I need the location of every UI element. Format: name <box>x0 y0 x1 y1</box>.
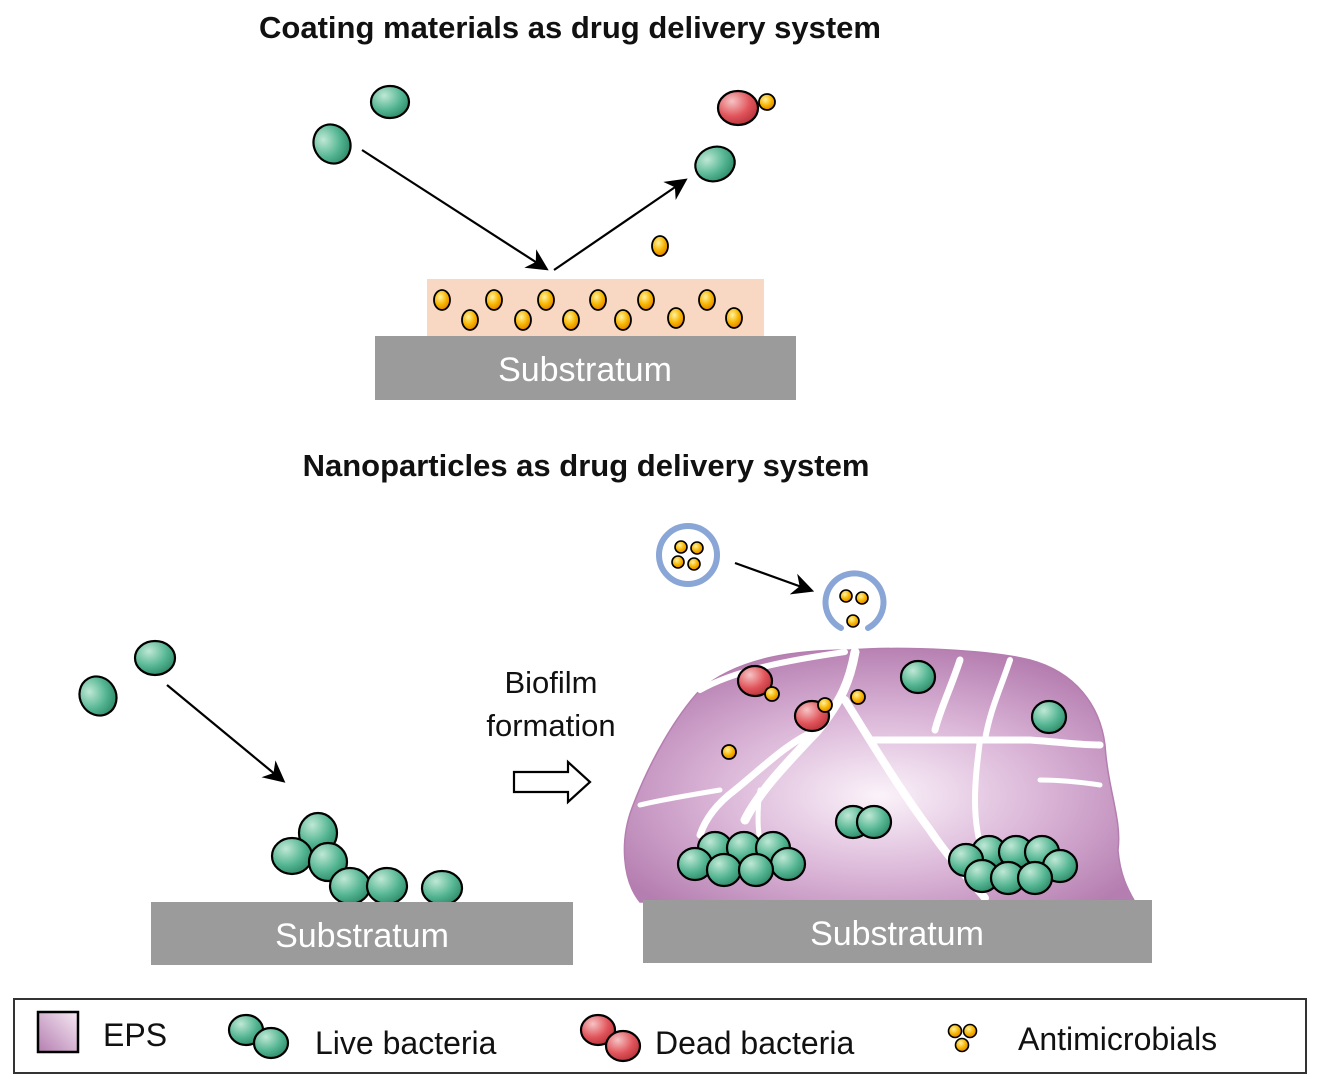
antimicrobial-particle <box>725 307 743 329</box>
incoming-live-bacteria <box>312 84 411 165</box>
nanoparticle-releasing <box>822 570 887 631</box>
live-bacterium <box>694 145 736 183</box>
dead-bacteria-icon <box>604 1029 642 1063</box>
live-bacterium <box>133 639 177 677</box>
live-bacterium <box>705 852 743 888</box>
nanoparticles-title: Nanoparticles as drug delivery system <box>303 448 870 483</box>
live-bacterium <box>855 804 893 840</box>
eps-swatch <box>36 1010 80 1054</box>
released-antimicrobial <box>651 235 669 257</box>
bacterial-cluster-right <box>947 834 1079 896</box>
live-bacterium <box>369 84 411 120</box>
live-bacterium <box>270 836 314 876</box>
antimicrobial-particle <box>839 589 853 603</box>
live-bacterium <box>78 675 118 717</box>
antimicrobial-particle <box>846 614 860 628</box>
biofilm-label-line2: formation <box>486 708 615 743</box>
antimicrobial-particle <box>850 689 866 705</box>
nanoparticle-intact <box>656 523 720 587</box>
antimicrobial-particle <box>589 289 607 311</box>
live-bacterium <box>1030 699 1068 735</box>
antimicrobial-particle <box>674 540 688 554</box>
bacterial-cluster-left <box>676 830 807 888</box>
live-bacterium <box>1016 860 1054 896</box>
legend: EPS Live bacteria Dead bacteria Antimicr… <box>13 998 1307 1074</box>
approach-arrow <box>361 149 549 271</box>
antimicrobial-particle <box>433 289 451 311</box>
attached-bacteria <box>270 811 464 907</box>
biofilm-formation-step: Biofilm formation <box>486 665 616 805</box>
legend-live-label: Live bacteria <box>315 1025 497 1061</box>
legend-eps-label: EPS <box>103 1017 167 1053</box>
live-bacterium <box>312 123 352 165</box>
substratum-right-label: Substratum <box>810 915 984 953</box>
attachment-panel: Substratum <box>78 639 573 965</box>
repel-arrow <box>553 178 688 271</box>
live-bacterium <box>420 869 464 907</box>
dead-bacterium <box>716 89 760 127</box>
antimicrobials-icon <box>962 1023 978 1039</box>
antimicrobial-particle <box>690 541 704 555</box>
antimicrobial-particle <box>485 289 503 311</box>
live-bacterium <box>899 659 937 695</box>
antimicrobial-particle <box>637 289 655 311</box>
biofilm-label-line1: Biofilm <box>504 665 597 700</box>
live-bacterium <box>328 866 372 906</box>
antimicrobial-particle <box>614 309 632 331</box>
nanoparticle-arrow <box>734 561 815 595</box>
repelled-bacteria <box>651 89 776 257</box>
substratum-left-label: Substratum <box>275 917 449 955</box>
antimicrobials-icon <box>954 1037 970 1053</box>
antimicrobial-particle <box>687 557 701 571</box>
substratum-top-label: Substratum <box>498 351 672 389</box>
antimicrobial-particle <box>671 555 685 569</box>
live-bacterium <box>737 852 775 888</box>
coating-antimicrobials <box>433 289 743 331</box>
coating-title: Coating materials as drug delivery syste… <box>259 10 881 45</box>
antimicrobial-particle <box>461 309 479 331</box>
antimicrobial-particle <box>764 686 780 702</box>
coating-panel: Substratum <box>312 84 796 400</box>
attachment-arrow <box>166 684 286 783</box>
antimicrobial-particle <box>514 309 532 331</box>
dead-bacteria-icon <box>579 1013 617 1047</box>
antimicrobial-particle <box>698 289 716 311</box>
antimicrobials-icon <box>947 1023 963 1039</box>
live-bacteria-icon <box>252 1026 290 1060</box>
hollow-right-arrow <box>512 759 592 805</box>
antimicrobial-particle <box>721 744 737 760</box>
antimicrobial-particle <box>562 309 580 331</box>
legend-dead-label: Dead bacteria <box>655 1025 854 1061</box>
antimicrobial-particle <box>667 307 685 329</box>
substratum-right <box>643 900 1152 963</box>
substratum-left <box>151 902 573 965</box>
antimicrobial-particle <box>855 591 869 605</box>
legend-antimicrobials-label: Antimicrobials <box>1018 1021 1217 1057</box>
antimicrobial-particle <box>537 289 555 311</box>
live-bacterium <box>769 846 807 882</box>
biofilm-panel: Substratum <box>623 523 1152 963</box>
substratum-top <box>375 336 796 400</box>
live-bacterium <box>365 866 409 906</box>
antimicrobial-particle <box>758 93 776 111</box>
antimicrobial-particle <box>817 697 833 713</box>
dead-bacterium <box>736 664 774 698</box>
